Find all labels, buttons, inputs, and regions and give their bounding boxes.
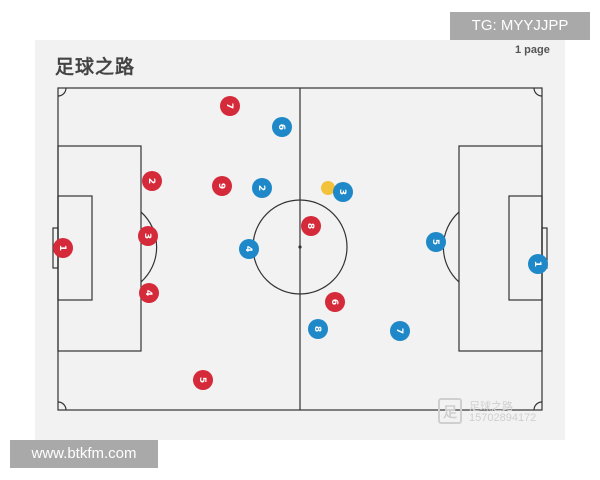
- players-layer: 1 2 3 4 5 6 7: [53, 96, 548, 390]
- player-number: 9: [216, 183, 226, 189]
- player-red-8[interactable]: 8: [301, 216, 321, 236]
- corner-arc-bottom-right: [533, 401, 543, 411]
- player-number: 1: [57, 245, 67, 251]
- ball: [321, 181, 335, 195]
- player-number: 3: [337, 189, 347, 195]
- tactics-card: 足球之路 1 page 1: [35, 40, 565, 440]
- player-red-9[interactable]: 9: [212, 176, 232, 196]
- player-blue-2[interactable]: 2: [252, 178, 272, 198]
- player-number: 8: [312, 326, 322, 332]
- player-blue-6[interactable]: 6: [272, 117, 292, 137]
- player-number: 2: [256, 185, 266, 191]
- player-number: 6: [276, 124, 286, 130]
- player-red-6-lower[interactable]: 6: [325, 292, 345, 312]
- player-blue-7[interactable]: 7: [390, 321, 410, 341]
- player-number: 4: [143, 290, 153, 296]
- player-red-1[interactable]: 1: [53, 238, 73, 258]
- player-red-7[interactable]: 7: [220, 96, 240, 116]
- right-goal-area: [508, 195, 543, 301]
- football-pitch: 1 2 3 4 5 6 7: [52, 87, 548, 411]
- corner-arc-bottom-left: [57, 401, 67, 411]
- card-title: 足球之路: [55, 56, 136, 78]
- player-number: 2: [146, 178, 156, 184]
- right-penalty-box: [458, 145, 543, 352]
- watermark-name: 足球之路: [469, 400, 513, 413]
- player-blue-8[interactable]: 8: [308, 319, 328, 339]
- player-blue-4[interactable]: 4: [239, 239, 259, 259]
- url-watermark-badge: www.btkfm.com: [10, 440, 158, 468]
- left-penalty-arc: [140, 211, 158, 283]
- player-red-5[interactable]: 5: [193, 370, 213, 390]
- player-number: 7: [224, 103, 234, 109]
- tg-watermark-badge: TG: MYYJJPP: [450, 12, 590, 40]
- page-label: 1 page: [515, 44, 550, 56]
- player-red-4[interactable]: 4: [139, 283, 159, 303]
- player-number: 1: [532, 261, 542, 267]
- watermark-logo-icon: 足: [438, 398, 462, 424]
- corner-arc-top-right: [533, 87, 543, 97]
- player-number: 5: [430, 239, 440, 245]
- player-number: 7: [394, 328, 404, 334]
- player-number: 4: [243, 246, 253, 252]
- player-red-3[interactable]: 3: [138, 226, 158, 246]
- player-number: 3: [142, 233, 152, 239]
- player-blue-3[interactable]: 3: [333, 182, 353, 202]
- center-spot: [298, 245, 302, 249]
- player-blue-5[interactable]: 5: [426, 232, 446, 252]
- player-red-2[interactable]: 2: [142, 171, 162, 191]
- right-penalty-arc: [442, 211, 460, 283]
- player-number: 5: [197, 377, 207, 383]
- player-blue-1[interactable]: 1: [528, 254, 548, 274]
- player-number: 8: [305, 223, 315, 229]
- watermark-phone: 15702894172: [469, 412, 537, 424]
- corner-arc-top-left: [57, 87, 67, 97]
- player-number: 6: [329, 299, 339, 305]
